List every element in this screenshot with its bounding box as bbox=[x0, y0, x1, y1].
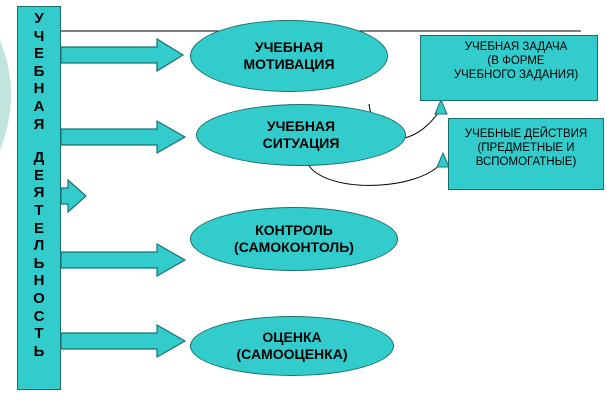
arrowhead-task bbox=[434, 98, 448, 115]
node-control: КОНТРОЛЬ (САМОКОНТОЛЬ) bbox=[190, 207, 398, 271]
arrowhead-actions bbox=[436, 151, 450, 168]
decorative-arc bbox=[0, 40, 11, 150]
node-situation: УЧЕБНАЯ СИТУАЦИЯ bbox=[196, 104, 406, 166]
connector-situation-to-actions bbox=[305, 159, 443, 186]
node-motivation: УЧЕБНАЯ МОТИВАЦИЯ bbox=[190, 20, 388, 92]
arrow-to-control bbox=[60, 242, 187, 278]
vertical-bar bbox=[17, 6, 61, 390]
arrow-to-assessment bbox=[60, 323, 187, 359]
arrow-to-situation bbox=[60, 119, 187, 155]
arrow-small-middle bbox=[60, 178, 87, 214]
box-learning-task: УЧЕБНАЯ ЗАДАЧА (В ФОРМЕ УЧЕБНОГО ЗАДАНИЯ… bbox=[420, 35, 598, 101]
arrow-to-motivation bbox=[60, 37, 185, 73]
node-assessment: ОЦЕНКА (САМООЦЕНКА) bbox=[190, 316, 394, 376]
box-learning-actions: УЧЕБНЫЕ ДЕЙСТВИЯ (ПРЕДМЕТНЫЕ И ВСПОМОГАТ… bbox=[448, 118, 604, 190]
